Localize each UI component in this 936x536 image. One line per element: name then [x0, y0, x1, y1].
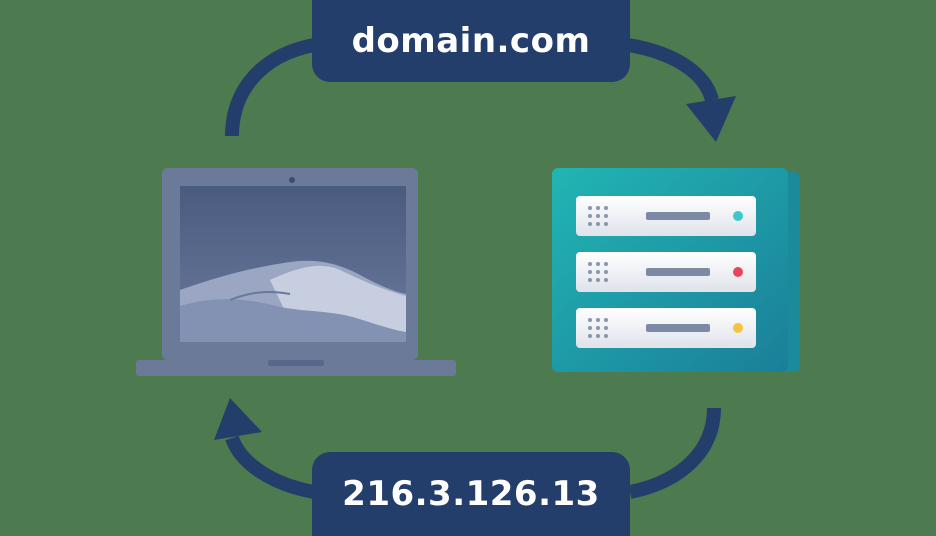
- arrow-icon: [214, 398, 262, 440]
- arc-bottom-right: [628, 407, 721, 499]
- arc-bottom-left: [225, 435, 316, 499]
- server-icon: [552, 168, 800, 372]
- response-label: 216.3.126.13: [312, 452, 630, 536]
- arc-top-left: [225, 38, 316, 137]
- request-label: domain.com: [312, 0, 630, 82]
- arc-top-right: [626, 38, 719, 103]
- laptop-icon: [136, 168, 456, 376]
- arrow-icon: [686, 96, 736, 142]
